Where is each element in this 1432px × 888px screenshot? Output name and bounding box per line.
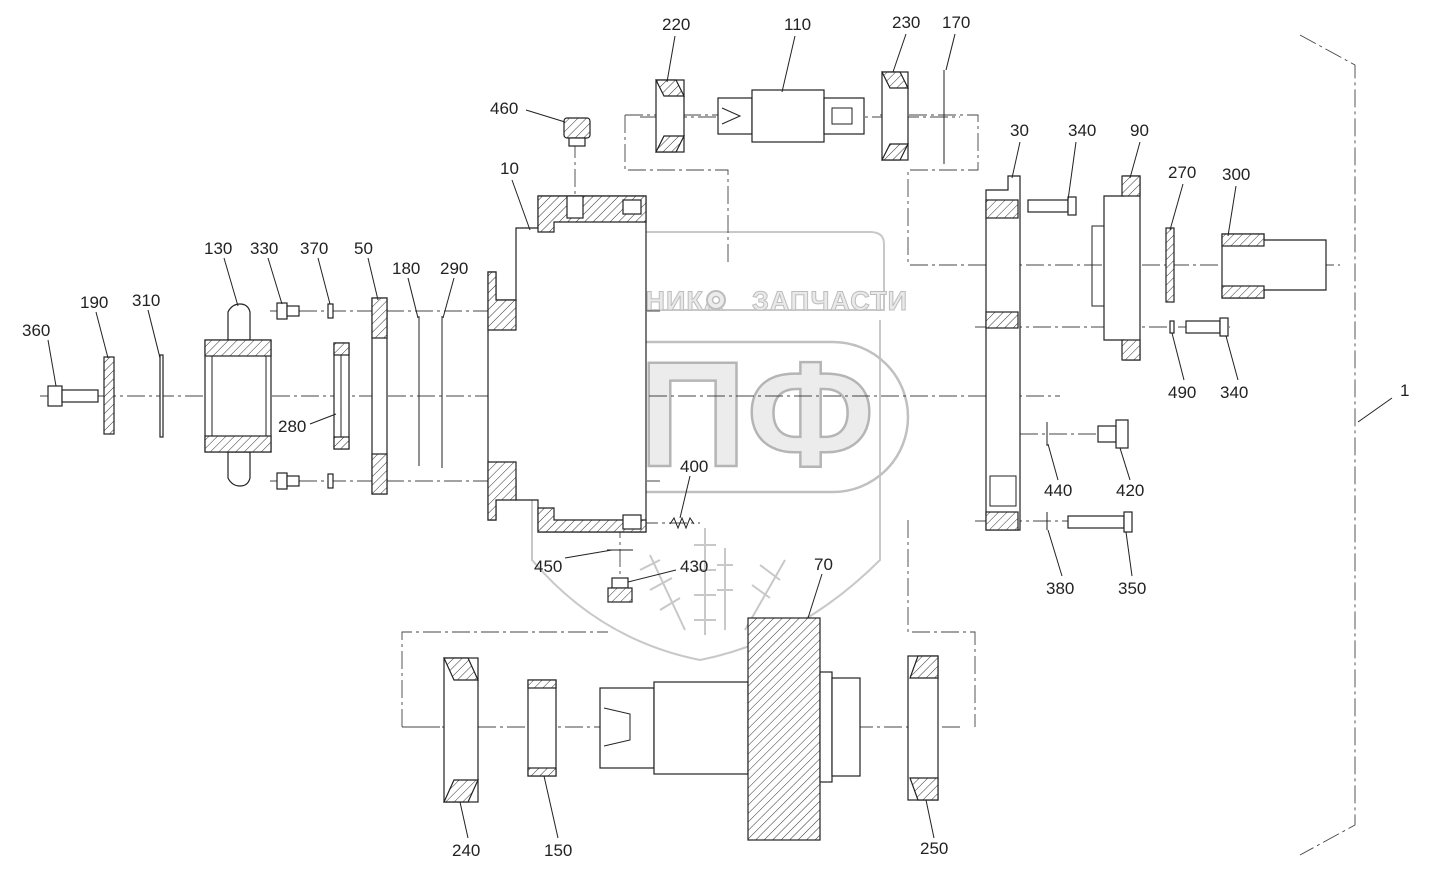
callout-70[interactable]: 70 xyxy=(814,555,833,574)
callout-370[interactable]: 370 xyxy=(300,239,328,258)
part-310-shim[interactable] xyxy=(159,354,164,438)
part-190-washer[interactable] xyxy=(103,356,115,435)
part-240-bearing[interactable] xyxy=(443,657,479,803)
callout-360[interactable]: 360 xyxy=(22,321,50,340)
callout-220[interactable]: 220 xyxy=(662,15,690,34)
part-370-washer-bottom[interactable] xyxy=(327,473,334,489)
callout-330[interactable]: 330 xyxy=(250,239,278,258)
part-220-bearing[interactable] xyxy=(655,79,685,153)
callout-280[interactable]: 280 xyxy=(278,417,306,436)
callout-490[interactable]: 490 xyxy=(1168,383,1196,402)
part-300-coupling[interactable] xyxy=(1221,233,1327,299)
callout-50[interactable]: 50 xyxy=(354,239,373,258)
callout-420[interactable]: 420 xyxy=(1116,481,1144,500)
callout-460[interactable]: 460 xyxy=(490,99,518,118)
part-340-bolt-top[interactable] xyxy=(1027,196,1077,216)
callout-350[interactable]: 350 xyxy=(1118,579,1146,598)
part-130-sprocket[interactable] xyxy=(204,303,272,487)
part-420-plug[interactable] xyxy=(1097,419,1129,449)
part-270-seal[interactable] xyxy=(1165,227,1175,303)
gear-icon xyxy=(706,290,726,310)
wheat-emblem xyxy=(639,528,786,635)
callout-380[interactable]: 380 xyxy=(1046,579,1074,598)
part-110-shaft[interactable] xyxy=(717,89,865,143)
part-400-spring[interactable] xyxy=(669,516,695,530)
callout-90[interactable]: 90 xyxy=(1130,121,1149,140)
part-150-spacer[interactable] xyxy=(527,679,557,777)
callout-310[interactable]: 310 xyxy=(132,291,160,310)
part-10-housing[interactable] xyxy=(487,195,647,533)
callout-170[interactable]: 170 xyxy=(942,13,970,32)
callout-450[interactable]: 450 xyxy=(534,557,562,576)
callout-270[interactable]: 270 xyxy=(1168,163,1196,182)
callout-250[interactable]: 250 xyxy=(920,839,948,858)
part-430-plug[interactable] xyxy=(607,577,633,603)
callout-300[interactable]: 300 xyxy=(1222,165,1250,184)
callout-400[interactable]: 400 xyxy=(680,457,708,476)
part-250-bearing[interactable] xyxy=(907,655,939,801)
part-360-bolt[interactable] xyxy=(47,385,99,407)
part-460-plug[interactable] xyxy=(563,117,591,147)
part-330-bolt-bottom[interactable] xyxy=(276,472,300,490)
callout-30[interactable]: 30 xyxy=(1010,121,1029,140)
part-370-washer-top[interactable] xyxy=(327,303,334,319)
callout-10[interactable]: 10 xyxy=(500,159,519,178)
callout-340-bottom[interactable]: 340 xyxy=(1220,383,1248,402)
part-350-bolt[interactable] xyxy=(1067,511,1133,533)
part-90-cover[interactable] xyxy=(1091,175,1141,361)
leader-lines xyxy=(47,33,1393,839)
part-30-flange[interactable] xyxy=(985,175,1021,531)
callout-440[interactable]: 440 xyxy=(1044,481,1072,500)
callout-180[interactable]: 180 xyxy=(392,259,420,278)
callout-340-top[interactable]: 340 xyxy=(1068,121,1096,140)
callout-1[interactable]: 1 xyxy=(1400,381,1409,400)
part-490-washer[interactable] xyxy=(1169,320,1175,334)
part-70-gear-shaft[interactable] xyxy=(599,617,861,841)
callout-430[interactable]: 430 xyxy=(680,557,708,576)
watermark-text-right: ЗАПЧАСТИ xyxy=(752,286,908,316)
callout-240[interactable]: 240 xyxy=(452,841,480,860)
part-230-bearing[interactable] xyxy=(881,71,909,161)
callout-290[interactable]: 290 xyxy=(440,259,468,278)
callout-190[interactable]: 190 xyxy=(80,293,108,312)
callout-130[interactable]: 130 xyxy=(204,239,232,258)
callout-110[interactable]: 110 xyxy=(784,15,811,34)
callout-labels: 220 110 230 170 460 10 30 340 90 270 300… xyxy=(22,13,1409,860)
part-50-cover[interactable] xyxy=(371,297,388,495)
callout-230[interactable]: 230 xyxy=(892,13,920,32)
part-330-bolt-top[interactable] xyxy=(276,302,300,320)
callout-150[interactable]: 150 xyxy=(544,841,572,860)
part-280-seal[interactable] xyxy=(333,342,350,450)
part-340-bolt-bottom[interactable] xyxy=(1185,317,1229,337)
